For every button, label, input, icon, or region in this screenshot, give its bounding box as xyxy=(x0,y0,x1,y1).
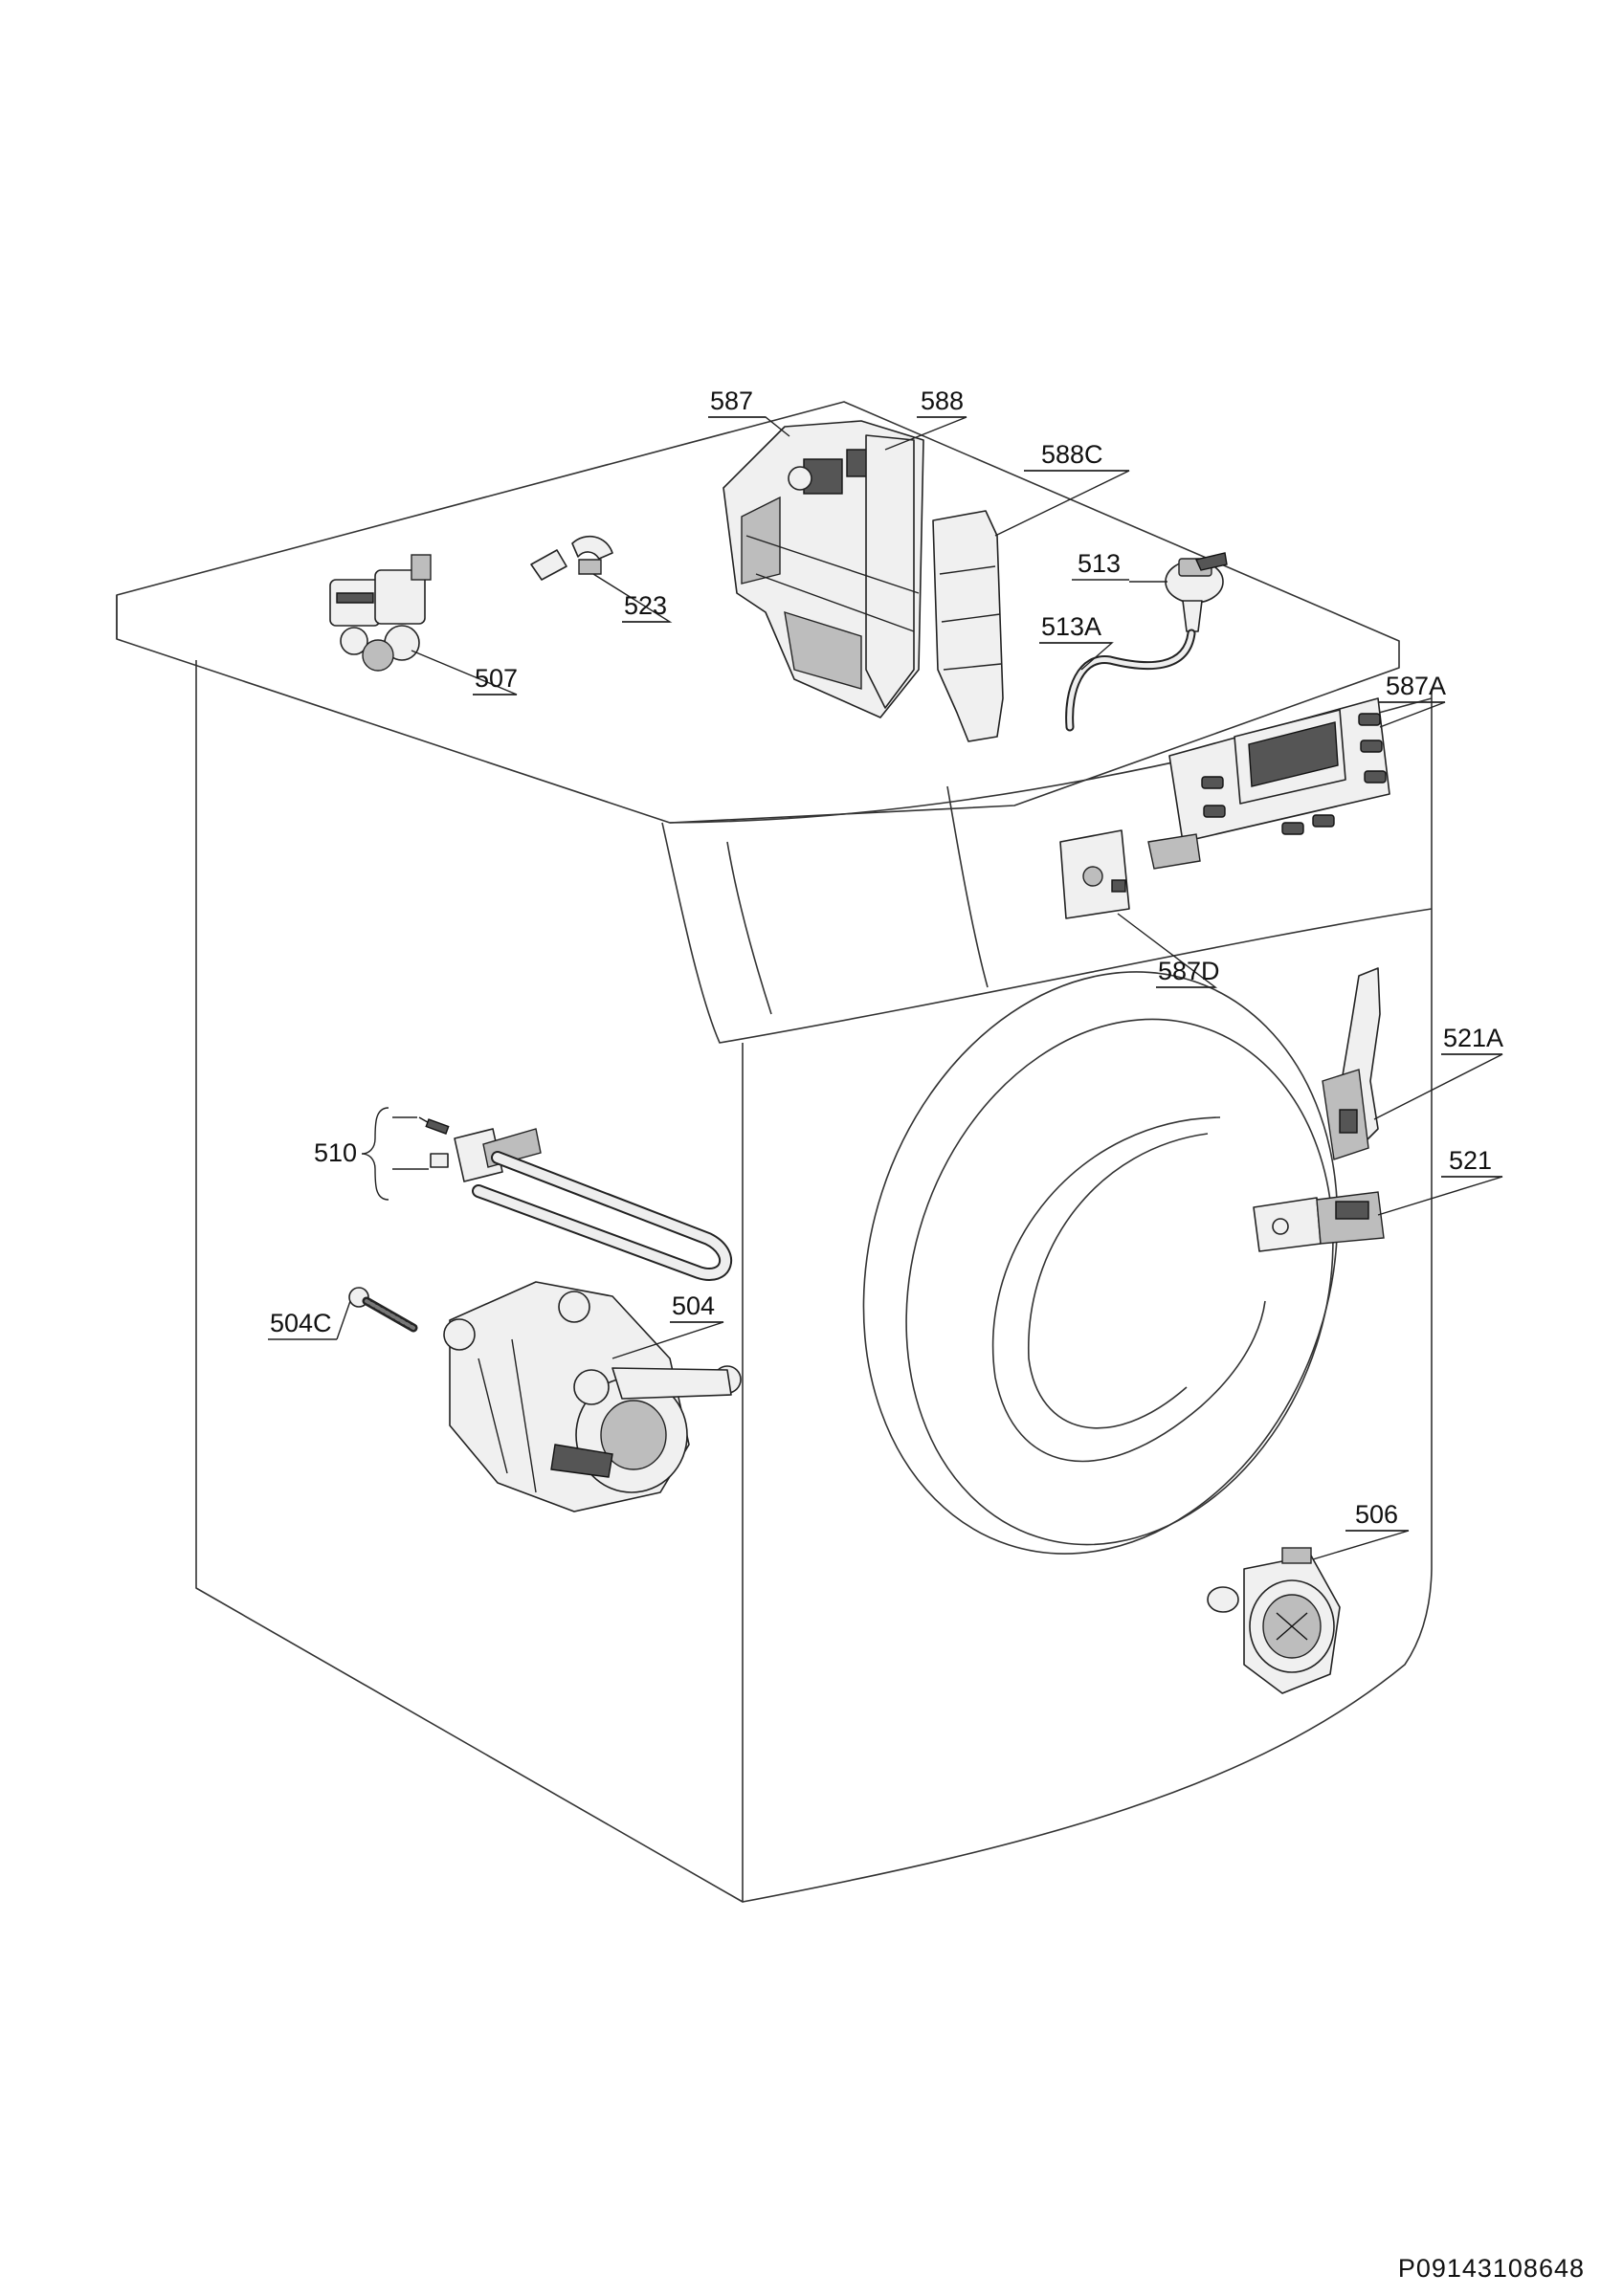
callout-510: 510 xyxy=(314,1138,357,1167)
document-number: P09143108648 xyxy=(1398,2254,1585,2283)
callout-521: 521 xyxy=(1449,1146,1492,1175)
selector-board-part-587d xyxy=(1059,829,1130,919)
pressure-hose-part-513a xyxy=(1065,629,1196,732)
door-interlock-part-521 xyxy=(1253,1191,1385,1252)
callout-587a: 587A xyxy=(1386,672,1446,700)
callout-507: 507 xyxy=(475,664,518,693)
display-board-buttons xyxy=(1201,713,1387,835)
door-lock-bracket-part-521a xyxy=(1322,967,1381,1160)
clip-part-523 xyxy=(530,535,613,581)
callout-504: 504 xyxy=(672,1292,715,1320)
callout-labels: 587 588 588C 513 513A 523 507 587A 587D … xyxy=(268,386,1503,1532)
callout-504c: 504C xyxy=(270,1309,332,1337)
callout-588c: 588C xyxy=(1041,440,1103,469)
pressure-switch-part-513 xyxy=(1165,552,1228,632)
callout-506: 506 xyxy=(1355,1500,1398,1529)
display-board-part-587a xyxy=(1147,697,1390,870)
control-module-part-587-588 xyxy=(723,420,924,718)
cover-part-588c xyxy=(932,510,1004,742)
washer-cabinet xyxy=(116,401,1433,1903)
motor-bolt-part-504c xyxy=(348,1287,418,1333)
callout-523: 523 xyxy=(624,591,667,620)
callout-513a: 513A xyxy=(1041,612,1101,641)
drain-pump-part-506 xyxy=(1207,1547,1341,1694)
heating-element-part-510 xyxy=(418,1116,733,1281)
callout-587: 587 xyxy=(710,386,753,415)
motor-part-504 xyxy=(443,1281,742,1512)
inlet-valve-part-507 xyxy=(329,554,432,672)
callout-513: 513 xyxy=(1078,549,1121,578)
callout-588: 588 xyxy=(921,386,964,415)
callout-587d: 587D xyxy=(1158,957,1220,985)
callout-521a: 521A xyxy=(1443,1024,1503,1052)
